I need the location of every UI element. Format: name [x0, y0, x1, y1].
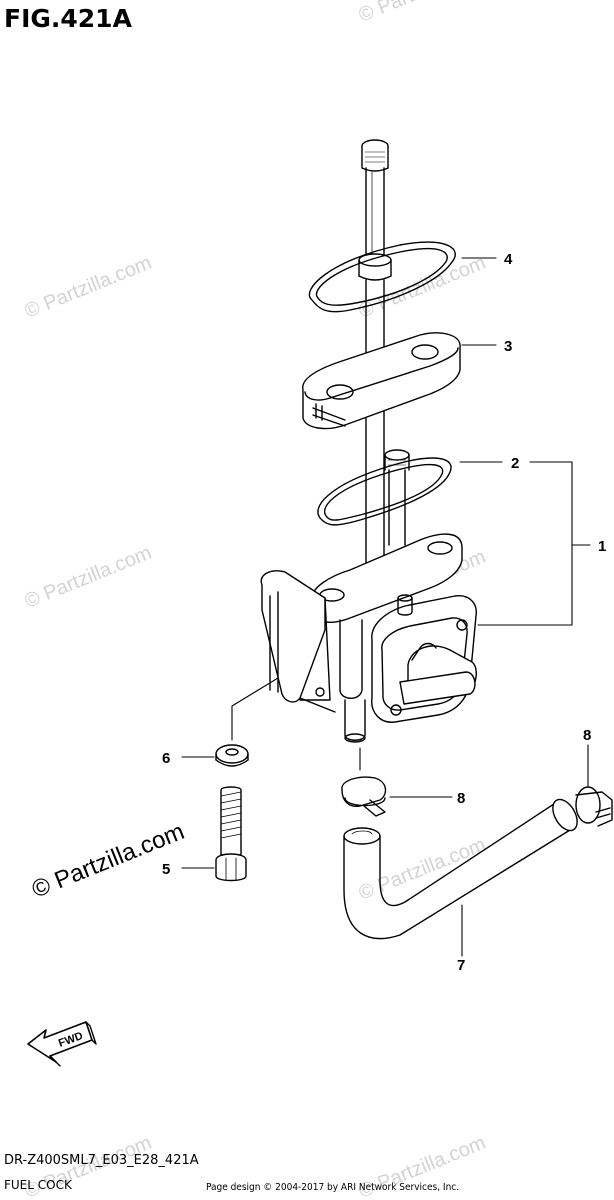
callout-8-left: 8 — [457, 790, 465, 807]
washer-part-6 — [215, 744, 249, 767]
clamp-part-8-left — [341, 776, 387, 817]
fuel-cock-body — [260, 533, 477, 743]
watermark-faint: © Partzilla.com — [356, 834, 489, 905]
callouts: 4 3 2 1 6 5 8 8 7 — [162, 251, 606, 974]
callout-6: 6 — [162, 750, 170, 767]
watermark-faint: © Partzilla.com — [22, 542, 155, 613]
fwd-arrow-icon — [27, 1021, 97, 1067]
callout-3: 3 — [504, 338, 512, 355]
diagram-name: FUEL COCK — [4, 1178, 72, 1192]
filter-tube — [358, 139, 392, 586]
callout-4: 4 — [504, 251, 513, 268]
callout-7: 7 — [457, 957, 465, 974]
bolt-part-5 — [215, 786, 247, 882]
page-credit: Page design © 2004-2017 by ARI Network S… — [206, 1182, 460, 1193]
callout-2: 2 — [511, 455, 519, 472]
clamp-part-8-right — [575, 786, 613, 827]
watermark-faint: © Partzilla.com — [22, 252, 155, 323]
leader-lines — [181, 257, 591, 957]
callout-8-right: 8 — [583, 727, 591, 744]
watermark-layer: © Partzilla.com © Partzilla.com © Partzi… — [22, 0, 489, 1200]
callout-5: 5 — [162, 861, 170, 878]
short-filter-tube — [384, 449, 410, 546]
diagram-code: DR-Z400SML7_E03_E28_421A — [4, 1153, 199, 1168]
o-ring-part-2 — [317, 457, 452, 526]
figure-title: FIG.421A — [4, 4, 132, 33]
gasket-part-3 — [302, 332, 461, 430]
o-ring-part-4 — [308, 241, 456, 313]
watermark-faint: © Partzilla.com — [356, 0, 489, 27]
hose-part-7 — [343, 798, 578, 940]
callout-1: 1 — [598, 538, 606, 555]
